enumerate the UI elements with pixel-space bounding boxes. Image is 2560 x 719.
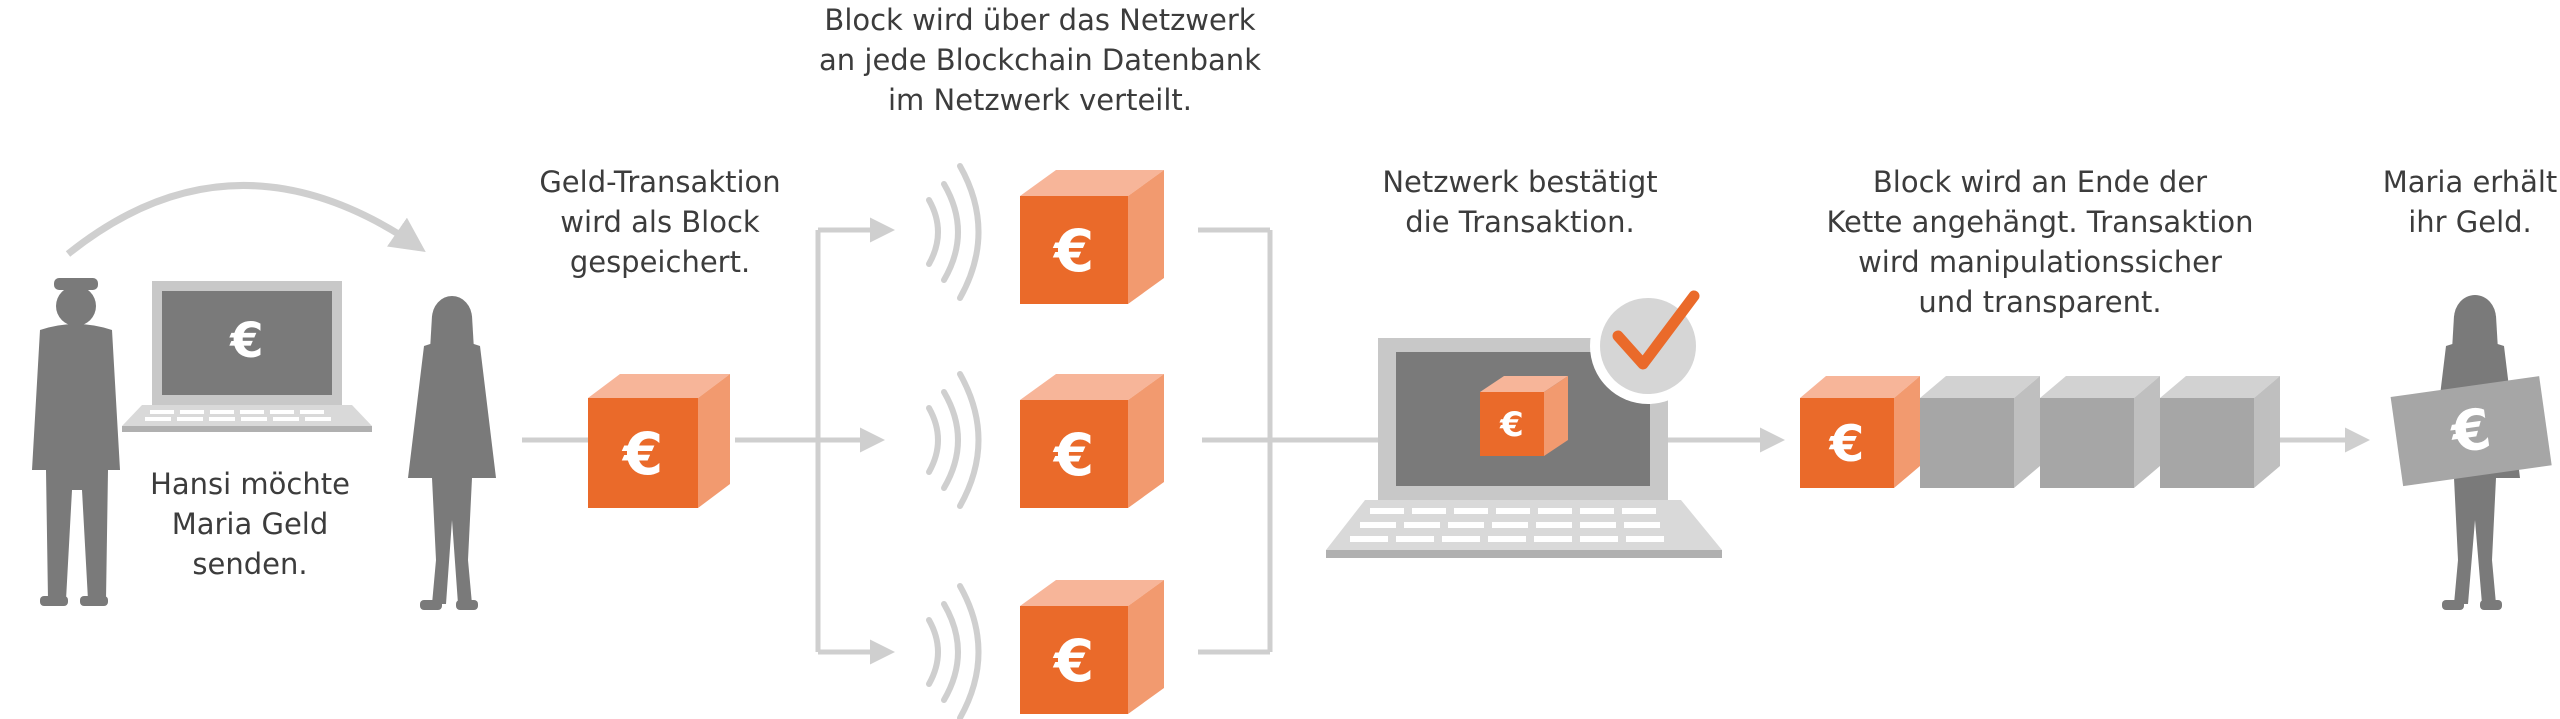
laptop-confirm-block-euro: €: [1499, 405, 1524, 445]
transaction-block-icon: €: [588, 374, 730, 508]
laptop-send-euro: €: [229, 313, 263, 369]
signal-waves: [926, 163, 982, 719]
chain-block-gray-1-icon: [1920, 376, 2040, 488]
chain-new-block-euro: €: [1829, 415, 1865, 473]
signal-wave-top-icon: [926, 163, 982, 301]
caption-chain: Block wird an Ende der Kette angehängt. …: [1826, 165, 2254, 319]
caption-send: Hansi möchte Maria Geld senden.: [150, 467, 350, 581]
network-block-bottom-icon: €: [1020, 580, 1164, 714]
caption-confirm: Netzwerk bestätigt die Transaktion.: [1382, 165, 1658, 239]
network-block-top-icon: €: [1020, 170, 1164, 304]
connector-lines: [522, 217, 2370, 665]
network-block-middle-icon: €: [1020, 374, 1164, 508]
chain-new-block-icon: €: [1800, 376, 1920, 488]
caption-receive: Maria erhält ihr Geld.: [2382, 165, 2558, 239]
person-hansi-icon: [32, 278, 120, 606]
checkmark-badge-icon: [1590, 288, 1706, 404]
signal-wave-middle-icon: [926, 371, 982, 509]
send-arc-arrow: [65, 182, 426, 257]
laptop-send-icon: €: [122, 281, 372, 432]
chain-block-gray-3-icon: [2160, 376, 2280, 488]
caption-distribute: Block wird über das Netzwerk an jede Blo…: [819, 3, 1261, 117]
network-block-top-euro: €: [1052, 217, 1094, 285]
laptop-confirm-block-icon: €: [1480, 376, 1568, 456]
chain-block-gray-2-icon: [2040, 376, 2160, 488]
signal-wave-bottom-icon: [926, 583, 982, 719]
caption-block: Geld-Transaktion wird als Block gespeich…: [539, 165, 781, 279]
laptop-confirm-icon: [1326, 338, 1722, 558]
network-block-middle-euro: €: [1052, 421, 1094, 489]
money-note-icon: €: [2390, 376, 2552, 487]
person-maria-sender-side-icon: [408, 296, 496, 610]
network-block-bottom-euro: €: [1052, 627, 1094, 695]
transaction-block-euro: €: [621, 420, 663, 488]
